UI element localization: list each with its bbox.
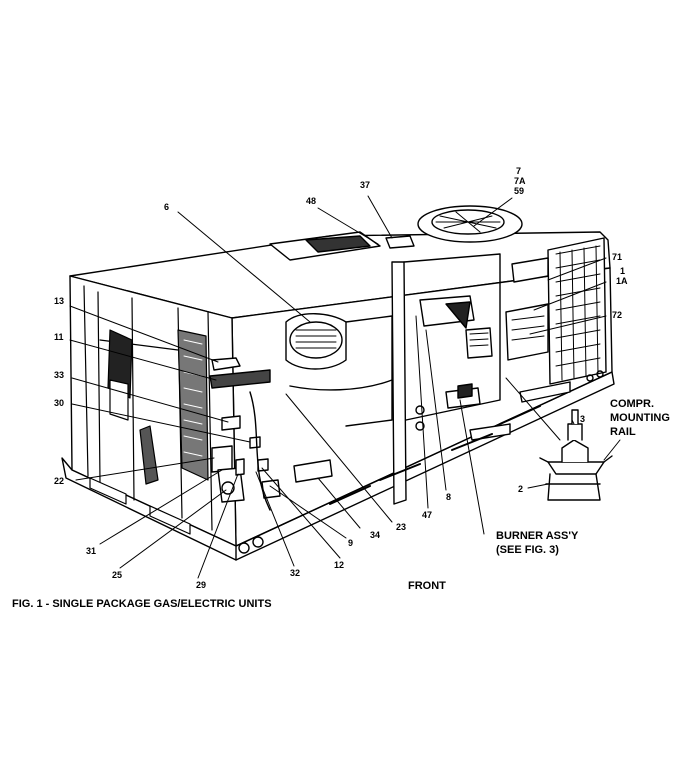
compr-label-line2: MOUNTING — [610, 412, 670, 424]
callout-47: 47 — [422, 510, 433, 520]
callout-37: 37 — [360, 180, 371, 190]
leader-lines — [69, 195, 621, 579]
callout-6: 6 — [164, 202, 170, 212]
base-details — [238, 405, 541, 554]
callout-7a: 7A — [514, 176, 526, 186]
callout-29: 29 — [196, 580, 207, 590]
center-partition — [391, 253, 571, 505]
callout-34: 34 — [370, 530, 381, 540]
callout-71: 71 — [612, 252, 623, 262]
callout-59: 59 — [514, 186, 525, 196]
blower-compartment — [285, 313, 393, 483]
callout-13: 13 — [54, 296, 65, 306]
callout-3: 3 — [580, 414, 586, 424]
figure-caption: FIG. 1 - SINGLE PACKAGE GAS/ELECTRIC UNI… — [12, 598, 272, 610]
callout-25: 25 — [112, 570, 123, 580]
callout-9: 9 — [348, 538, 354, 548]
callout-1: 1 — [620, 266, 626, 276]
callout-7: 7 — [516, 166, 522, 176]
callout-33: 33 — [54, 370, 65, 380]
callout-12: 12 — [334, 560, 345, 570]
callout-8: 8 — [446, 492, 452, 502]
callout-32: 32 — [290, 568, 301, 578]
condenser-fan — [269, 205, 523, 261]
burner-assy-label: BURNER ASS'Y — [496, 530, 579, 542]
callout-11: 11 — [54, 332, 64, 342]
callout-31: 31 — [86, 546, 97, 556]
callout-22: 22 — [54, 476, 65, 486]
callout-23: 23 — [396, 522, 407, 532]
callout-72: 72 — [612, 310, 623, 320]
compr-label-line1: COMPR. — [610, 398, 654, 410]
front-label: FRONT — [408, 580, 446, 592]
callout-48: 48 — [306, 196, 317, 206]
burner-see-fig-label: (SEE FIG. 3) — [496, 544, 559, 556]
callout-2: 2 — [518, 484, 524, 494]
compr-label-line3: RAIL — [610, 426, 636, 438]
callout-1a: 1A — [616, 276, 628, 286]
callout-30: 30 — [54, 398, 65, 408]
compressor-rail-detail — [539, 409, 613, 501]
